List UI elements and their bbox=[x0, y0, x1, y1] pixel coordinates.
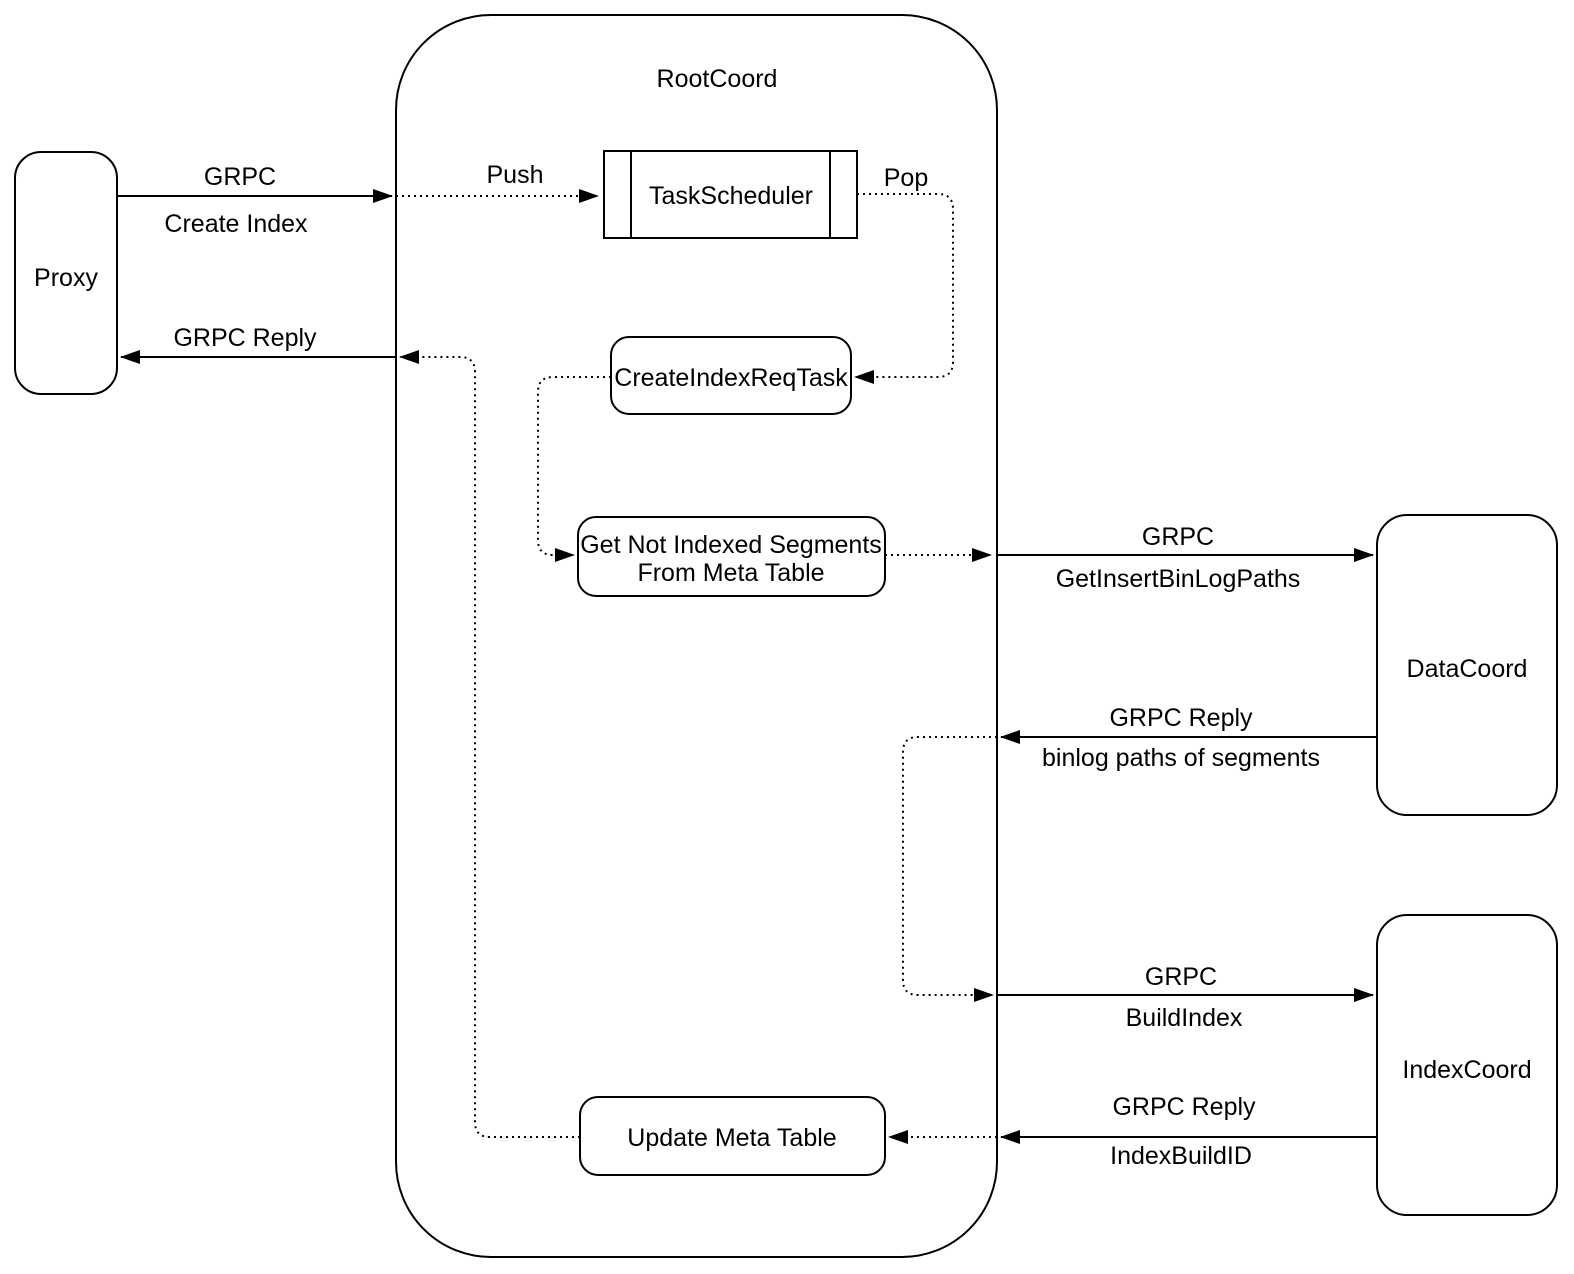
label-pop: Pop bbox=[884, 164, 928, 192]
rootcoord-container bbox=[395, 14, 998, 1258]
node-task-scheduler-box bbox=[603, 150, 858, 239]
label-grpc-reply-proxy: GRPC Reply bbox=[173, 324, 317, 352]
node-create-index-req-task-label: CreateIndexReqTask bbox=[614, 364, 848, 392]
edge-binlog-loop bbox=[902, 736, 997, 1002]
label-grpc-reply-binlog-protocol: GRPC Reply bbox=[1109, 704, 1253, 732]
label-grpc-reply-indexbuild-protocol: GRPC Reply bbox=[1112, 1093, 1256, 1121]
node-create-index-req-task bbox=[610, 336, 852, 415]
node-task-scheduler: TaskScheduler bbox=[603, 150, 858, 239]
node-update-meta-table-label: Update Meta Table bbox=[627, 1124, 836, 1152]
label-grpc-reply-binlog-payload: binlog paths of segments bbox=[1042, 744, 1320, 772]
node-proxy bbox=[14, 151, 118, 395]
edge-updatemeta-to-boundary bbox=[399, 350, 580, 1138]
label-grpc-getinsert-method: GetInsertBinLogPaths bbox=[1056, 565, 1301, 593]
node-get-not-indexed-segments-label-line1: Get Not Indexed Segments bbox=[580, 531, 882, 559]
node-data-coord-label: DataCoord bbox=[1407, 655, 1528, 683]
label-grpc-create-index-protocol: GRPC bbox=[204, 163, 276, 191]
edge-reqtask-to-getsegments bbox=[537, 376, 611, 562]
node-get-not-indexed-segments bbox=[577, 516, 886, 597]
label-grpc-create-index-method: Create Index bbox=[164, 210, 308, 238]
label-grpc-buildindex-method: BuildIndex bbox=[1126, 1004, 1243, 1032]
node-update-meta-table bbox=[579, 1096, 886, 1176]
node-get-not-indexed-segments-label-line2: From Meta Table bbox=[637, 559, 824, 587]
node-proxy-label: Proxy bbox=[34, 264, 98, 292]
node-index-coord bbox=[1376, 914, 1558, 1216]
node-index-coord-label: IndexCoord bbox=[1402, 1056, 1531, 1084]
edge-pop bbox=[854, 193, 954, 384]
label-push: Push bbox=[487, 161, 544, 189]
label-grpc-getinsert-protocol: GRPC bbox=[1142, 523, 1214, 551]
rootcoord-title: RootCoord bbox=[657, 65, 778, 93]
label-grpc-buildindex-protocol: GRPC bbox=[1145, 963, 1217, 991]
node-task-scheduler-label: TaskScheduler bbox=[649, 182, 813, 210]
node-data-coord bbox=[1376, 514, 1558, 816]
label-grpc-reply-indexbuild-payload: IndexBuildID bbox=[1110, 1142, 1252, 1170]
